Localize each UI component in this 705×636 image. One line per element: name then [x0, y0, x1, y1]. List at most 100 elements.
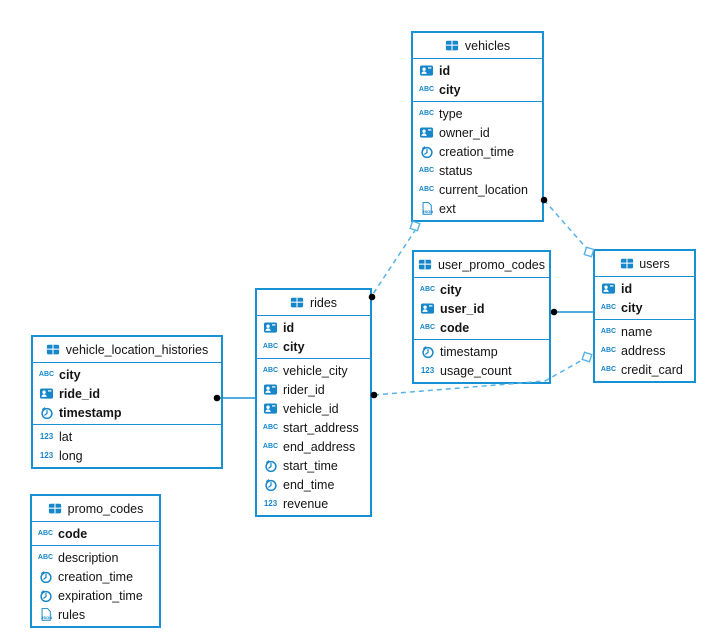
field-name: expiration_time: [58, 588, 143, 603]
field-creation_time[interactable]: creation_time: [32, 567, 159, 586]
table-icon: [619, 257, 634, 270]
field-name: city: [621, 300, 643, 315]
text-abc-icon: ABC: [262, 367, 279, 374]
table-header[interactable]: users: [595, 251, 694, 277]
table-header[interactable]: vehicles: [413, 33, 542, 59]
json-icon: JSON: [418, 201, 435, 216]
id-card-icon: [419, 301, 436, 316]
number-123-icon: 123: [39, 451, 54, 460]
field-creation_time[interactable]: creation_time: [413, 142, 542, 161]
field-name: end_address: [283, 439, 356, 454]
number-123-icon: 123: [420, 366, 435, 375]
field-owner_id[interactable]: owner_id: [413, 123, 542, 142]
field-vehicle_id[interactable]: vehicle_id: [257, 399, 370, 418]
field-usage_count[interactable]: 123 usage_count: [414, 361, 549, 380]
field-start_time[interactable]: start_time: [257, 456, 370, 475]
field-name: timestamp: [440, 344, 498, 359]
text-abc-icon: ABC: [38, 371, 55, 378]
field-timestamp[interactable]: timestamp: [414, 342, 549, 361]
field-rider_id[interactable]: rider_id: [257, 380, 370, 399]
field-end_time[interactable]: end_time: [257, 475, 370, 494]
clock-icon: [419, 345, 436, 359]
field-expiration_time[interactable]: expiration_time: [32, 586, 159, 605]
field-name: city: [439, 82, 461, 97]
field-user_id[interactable]: user_id: [414, 299, 549, 318]
table-title: rides: [309, 295, 338, 310]
table-icon: [290, 296, 305, 309]
id-card-icon: [600, 281, 617, 296]
field-name: user_id: [440, 301, 485, 316]
field-id[interactable]: id: [257, 318, 370, 337]
clock-icon: [262, 478, 279, 492]
table-header[interactable]: rides: [257, 290, 370, 316]
field-ride_id[interactable]: ride_id: [33, 384, 221, 403]
field-name: id: [621, 281, 633, 296]
field-name: usage_count: [440, 363, 512, 378]
field-name: description: [58, 550, 119, 565]
id-card-icon: [38, 386, 55, 401]
field-timestamp[interactable]: timestamp: [33, 403, 221, 422]
fields-section: timestamp 123 usage_count: [414, 340, 549, 382]
clock-icon: [418, 145, 435, 159]
id-card-icon: [262, 401, 279, 416]
field-name: rider_id: [283, 382, 325, 397]
text-abc-icon: ABC: [418, 86, 435, 93]
table-title: user_promo_codes: [437, 257, 545, 272]
connection-vehicles-users[interactable]: [540, 196, 595, 258]
one-end-dot-marker: [550, 308, 558, 316]
field-name: rules: [58, 607, 86, 622]
field-name: id: [439, 63, 451, 78]
number-123-icon: 123: [263, 499, 278, 508]
field-name: creation_time: [58, 569, 134, 584]
table-header[interactable]: user_promo_codes: [414, 252, 549, 278]
table-icon: [46, 343, 61, 356]
text-abc-icon: ABC: [600, 366, 617, 373]
table-header[interactable]: promo_codes: [32, 496, 159, 522]
field-id[interactable]: id: [413, 61, 542, 80]
connection-user_promo_codes-users[interactable]: [550, 308, 594, 316]
table-title: vehicles: [464, 38, 511, 53]
field-name: lat: [59, 429, 73, 444]
many-end-marker: [409, 220, 421, 232]
field-id[interactable]: id: [595, 279, 694, 298]
clock-icon: [38, 406, 55, 420]
field-name: end_time: [283, 477, 335, 492]
table-header[interactable]: vehicle_location_histories: [33, 337, 221, 363]
text-abc-icon: ABC: [262, 343, 279, 350]
table-title: vehicle_location_histories: [65, 342, 209, 357]
text-abc-icon: ABC: [418, 110, 435, 117]
text-abc-icon: ABC: [418, 186, 435, 193]
field-city[interactable]: ABC city: [413, 80, 542, 99]
